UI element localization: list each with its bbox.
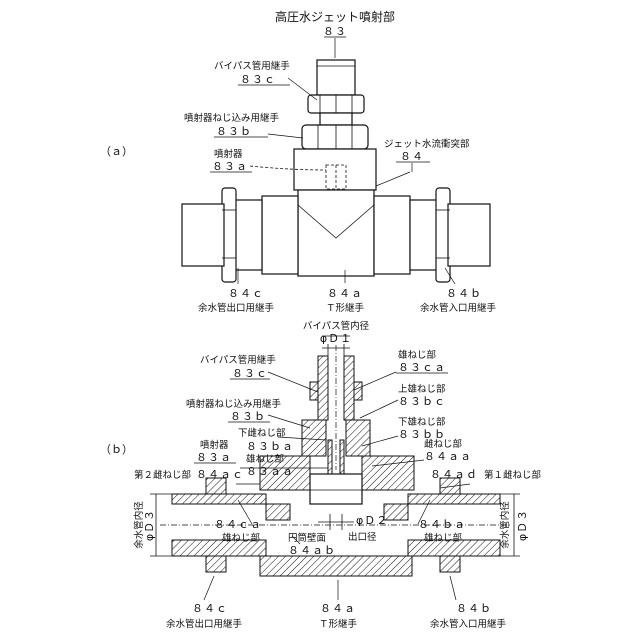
label-a-ref-83b: ８３ｂ — [216, 125, 252, 138]
label-b-male-thread-2: 雄ねじ部 — [246, 453, 284, 465]
label-a-jet-collision: ジェット水流衝突部 — [384, 138, 470, 150]
label-a-ref-83c: ８３ｃ — [240, 73, 276, 86]
label-b-phi-d2: φＤ２ — [356, 514, 388, 527]
label-b-ref-84ab: ８４ａｂ — [288, 544, 336, 557]
ref-83: ８３ — [323, 25, 347, 38]
label-b-ref-84ca: ８４ｃａ — [214, 518, 262, 531]
title: 高圧水ジェット噴射部 — [275, 9, 395, 24]
label-b-ref-84ac: ８４ａｃ — [196, 468, 244, 481]
label-b-bypass-fitting: バイパス管用継手 — [200, 354, 276, 366]
label-b-ref-83aa: ８３ａａ — [246, 465, 294, 478]
label-b-cylinder-wall: 円筒壁面 — [288, 532, 326, 544]
label-b-t-fitting: Ｔ形継手 — [319, 618, 358, 630]
label-b-lower-female-thread: 下雌ねじ部 — [238, 427, 286, 439]
inlet-inner-dia-text: 余水管内径 — [499, 501, 511, 549]
label-b-ref-83c: ８３ｃ — [232, 367, 268, 380]
label-b-ref-84ad: ８４ａｄ — [430, 468, 478, 481]
label-b-phi-d1: φＤ１ — [320, 332, 352, 345]
label-b-ref-83b: ８３ｂ — [230, 410, 266, 423]
label-b-outlet-inner-dia: 余水管内径 φＤ３ — [133, 501, 156, 549]
label-b-female-thread: 雌ねじ部 — [424, 438, 462, 450]
label-b-ref-84c: ８４ｃ — [192, 602, 228, 615]
label-b-injector-screw-fitting: 噴射器ねじ込み用継手 — [186, 398, 282, 410]
label-a-t-fitting: Ｔ形継手 — [326, 302, 365, 314]
label-b-bypass-inner-dia: バイパス管内径 — [303, 320, 370, 332]
label-b-outlet-dia: 出口径 — [348, 531, 377, 543]
label-b-upper-male-thread: 上雄ねじ部 — [398, 383, 446, 395]
label-b-male-thread-right: 雄ねじ部 — [424, 532, 462, 544]
label-b-ref-83ca: ８３ｃａ — [398, 361, 446, 374]
label-a-ref-84: ８４ — [400, 150, 424, 163]
label-b-inlet-fitting: 余水管入口用継手 — [430, 618, 507, 630]
section-a-label: （ａ） — [100, 145, 133, 158]
label-b-ref-84a: ８４ａ — [320, 602, 356, 615]
label-b-ref-83ba: ８３ｂａ — [246, 440, 294, 453]
label-a-injector-screw-fitting: 噴射器ねじ込み用継手 — [184, 112, 280, 124]
label-b-second-female: 第２雌ねじ部 — [134, 469, 191, 481]
label-b-ref-84aa: ８４ａａ — [424, 450, 472, 463]
label-a-ref-84b: ８４ｂ — [446, 287, 482, 300]
label-a-bypass-fitting: バイパス管用継手 — [214, 60, 290, 72]
label-b-lower-male-thread: 下雄ねじ部 — [398, 416, 446, 428]
label-a-ref-84c: ８４ｃ — [228, 287, 264, 300]
label-a-ref-83a: ８３ａ — [212, 160, 248, 173]
label-a-ref-84a: ８４ａ — [327, 287, 363, 300]
label-a-inlet-fitting: 余水管入口用継手 — [420, 302, 497, 314]
label-b-first-female: 第１雌ねじ部 — [484, 469, 541, 481]
section-b-label: （ｂ） — [100, 443, 133, 456]
label-b-ref-83a: ８３ａ — [196, 451, 232, 464]
label-a-outlet-fitting: 余水管出口用継手 — [198, 302, 275, 314]
label-b-ref-84ba: ８４ｂａ — [418, 518, 466, 531]
label-a-injector: 噴射器 — [214, 148, 243, 160]
label-b-ref-83bc: ８３ｂｃ — [398, 395, 446, 408]
label-b-injector: 噴射器 — [200, 439, 229, 451]
label-b-male-thread: 雄ねじ部 — [398, 349, 436, 361]
label-b-outlet-fitting: 余水管出口用継手 — [166, 618, 243, 630]
phi-d3-left-text: φＤ３ — [143, 509, 156, 541]
label-b-male-thread-left: 雄ねじ部 — [222, 532, 260, 544]
phi-d3-right-text: φＤ３ — [516, 509, 529, 541]
label-b-ref-84b: ８４ｂ — [456, 602, 492, 615]
